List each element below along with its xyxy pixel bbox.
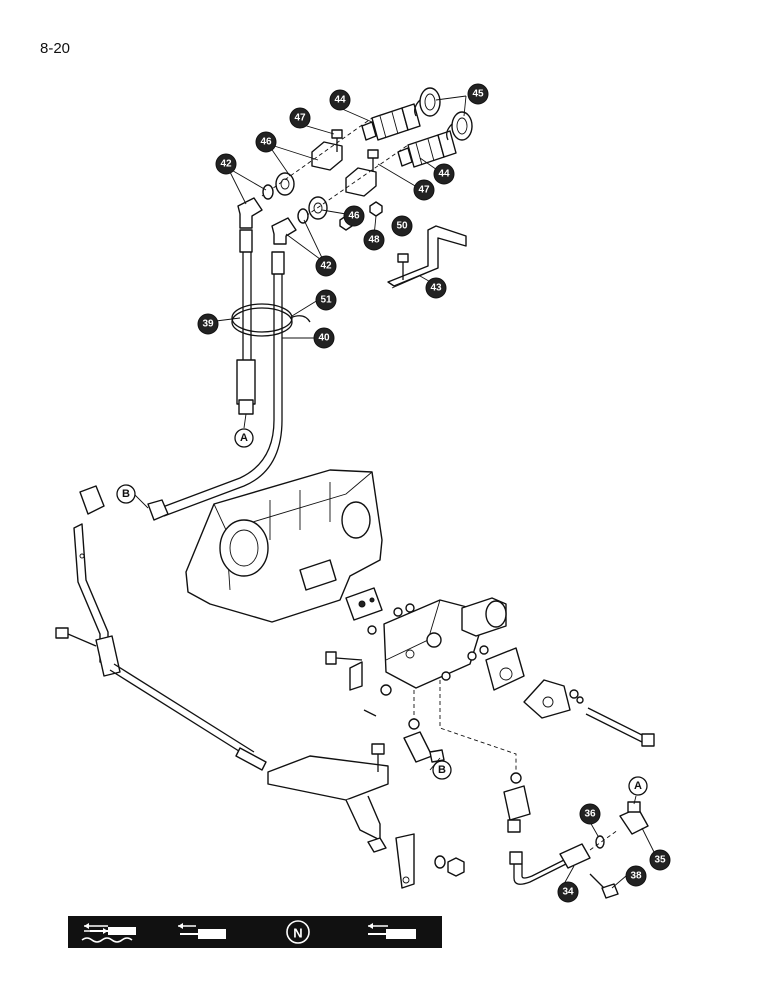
elbow-fitting-42	[237, 197, 297, 245]
callout-45-label: 45	[472, 89, 484, 100]
callout-51: 51	[315, 289, 337, 311]
callout-44-upper: 44	[329, 89, 351, 111]
callout-35: 35	[649, 849, 671, 871]
callout-46-upper-label: 46	[260, 137, 272, 148]
callout-47-lower-label: 47	[418, 185, 430, 196]
callout-36: 36	[579, 803, 601, 825]
page-number: 8-20	[40, 40, 71, 57]
callout-34-label: 34	[562, 887, 574, 898]
hose-39	[236, 229, 256, 415]
fitting-to-b	[403, 718, 445, 763]
callout-39: 39	[197, 313, 219, 335]
control-lever	[55, 485, 267, 771]
connector-a-bottom: A	[628, 776, 648, 796]
dust-cap-45	[414, 87, 473, 141]
control-position-legend: N	[68, 916, 442, 948]
pipe-34	[503, 772, 591, 885]
callout-46-lower-label: 46	[348, 211, 360, 222]
connector-a-bottom-label: A	[634, 780, 642, 792]
callout-45: 45	[467, 83, 489, 105]
callout-43-label: 43	[430, 283, 442, 294]
callout-38-label: 38	[630, 871, 642, 882]
extend-cylinder-icon	[368, 923, 416, 939]
callout-42-upper-label: 42	[220, 159, 232, 170]
callout-50: 50	[391, 215, 413, 237]
callout-38: 38	[625, 865, 647, 887]
retract-cylinder-icon	[178, 923, 226, 939]
callout-47-upper-label: 47	[294, 113, 306, 124]
connector-b-left-label: B	[122, 488, 130, 500]
callout-39-label: 39	[202, 319, 214, 330]
coupler-assembly	[237, 87, 473, 245]
callout-44-lower: 44	[433, 163, 455, 185]
connector-a-top: A	[234, 428, 254, 448]
connector-b-right-label: B	[438, 764, 446, 776]
elbow-fitting-35	[589, 801, 649, 851]
callout-51-label: 51	[320, 295, 332, 306]
callout-48-label: 48	[368, 235, 380, 246]
hose-clamp-51	[231, 303, 311, 337]
callout-46-upper: 46	[255, 131, 277, 153]
callout-40: 40	[313, 327, 335, 349]
callout-36-label: 36	[584, 809, 596, 820]
mounting-bracket	[267, 743, 465, 889]
float-cylinder-icon	[81, 923, 136, 943]
leader-lines	[133, 95, 657, 889]
bolt-47	[331, 129, 379, 172]
coupler-44-upper	[361, 103, 421, 141]
callout-42-lower: 42	[315, 255, 337, 277]
callout-42-upper: 42	[215, 153, 237, 175]
rear-housing	[185, 469, 383, 623]
neutral-label: N	[293, 926, 302, 941]
coupler-44-lower	[397, 130, 457, 168]
connector-b-left: B	[116, 484, 136, 504]
callout-40-label: 40	[318, 333, 330, 344]
callout-48: 48	[363, 229, 385, 251]
control-valve	[325, 587, 655, 770]
callout-44-upper-label: 44	[334, 95, 346, 106]
callout-42-lower-label: 42	[320, 261, 332, 272]
clamp-46	[275, 141, 377, 220]
bolt-38	[589, 873, 619, 899]
callout-34: 34	[557, 881, 579, 903]
callout-43: 43	[425, 277, 447, 299]
callout-47-lower: 47	[413, 179, 435, 201]
neutral-icon: N	[286, 920, 310, 944]
callout-50-label: 50	[396, 221, 408, 232]
callout-46-lower: 46	[343, 205, 365, 227]
callout-47-upper: 47	[289, 107, 311, 129]
connector-b-right: B	[432, 760, 452, 780]
bracket-43	[387, 225, 467, 289]
connector-a-top-label: A	[240, 432, 248, 444]
callout-44-lower-label: 44	[438, 169, 450, 180]
hose-40	[147, 251, 285, 521]
callout-35-label: 35	[654, 855, 666, 866]
